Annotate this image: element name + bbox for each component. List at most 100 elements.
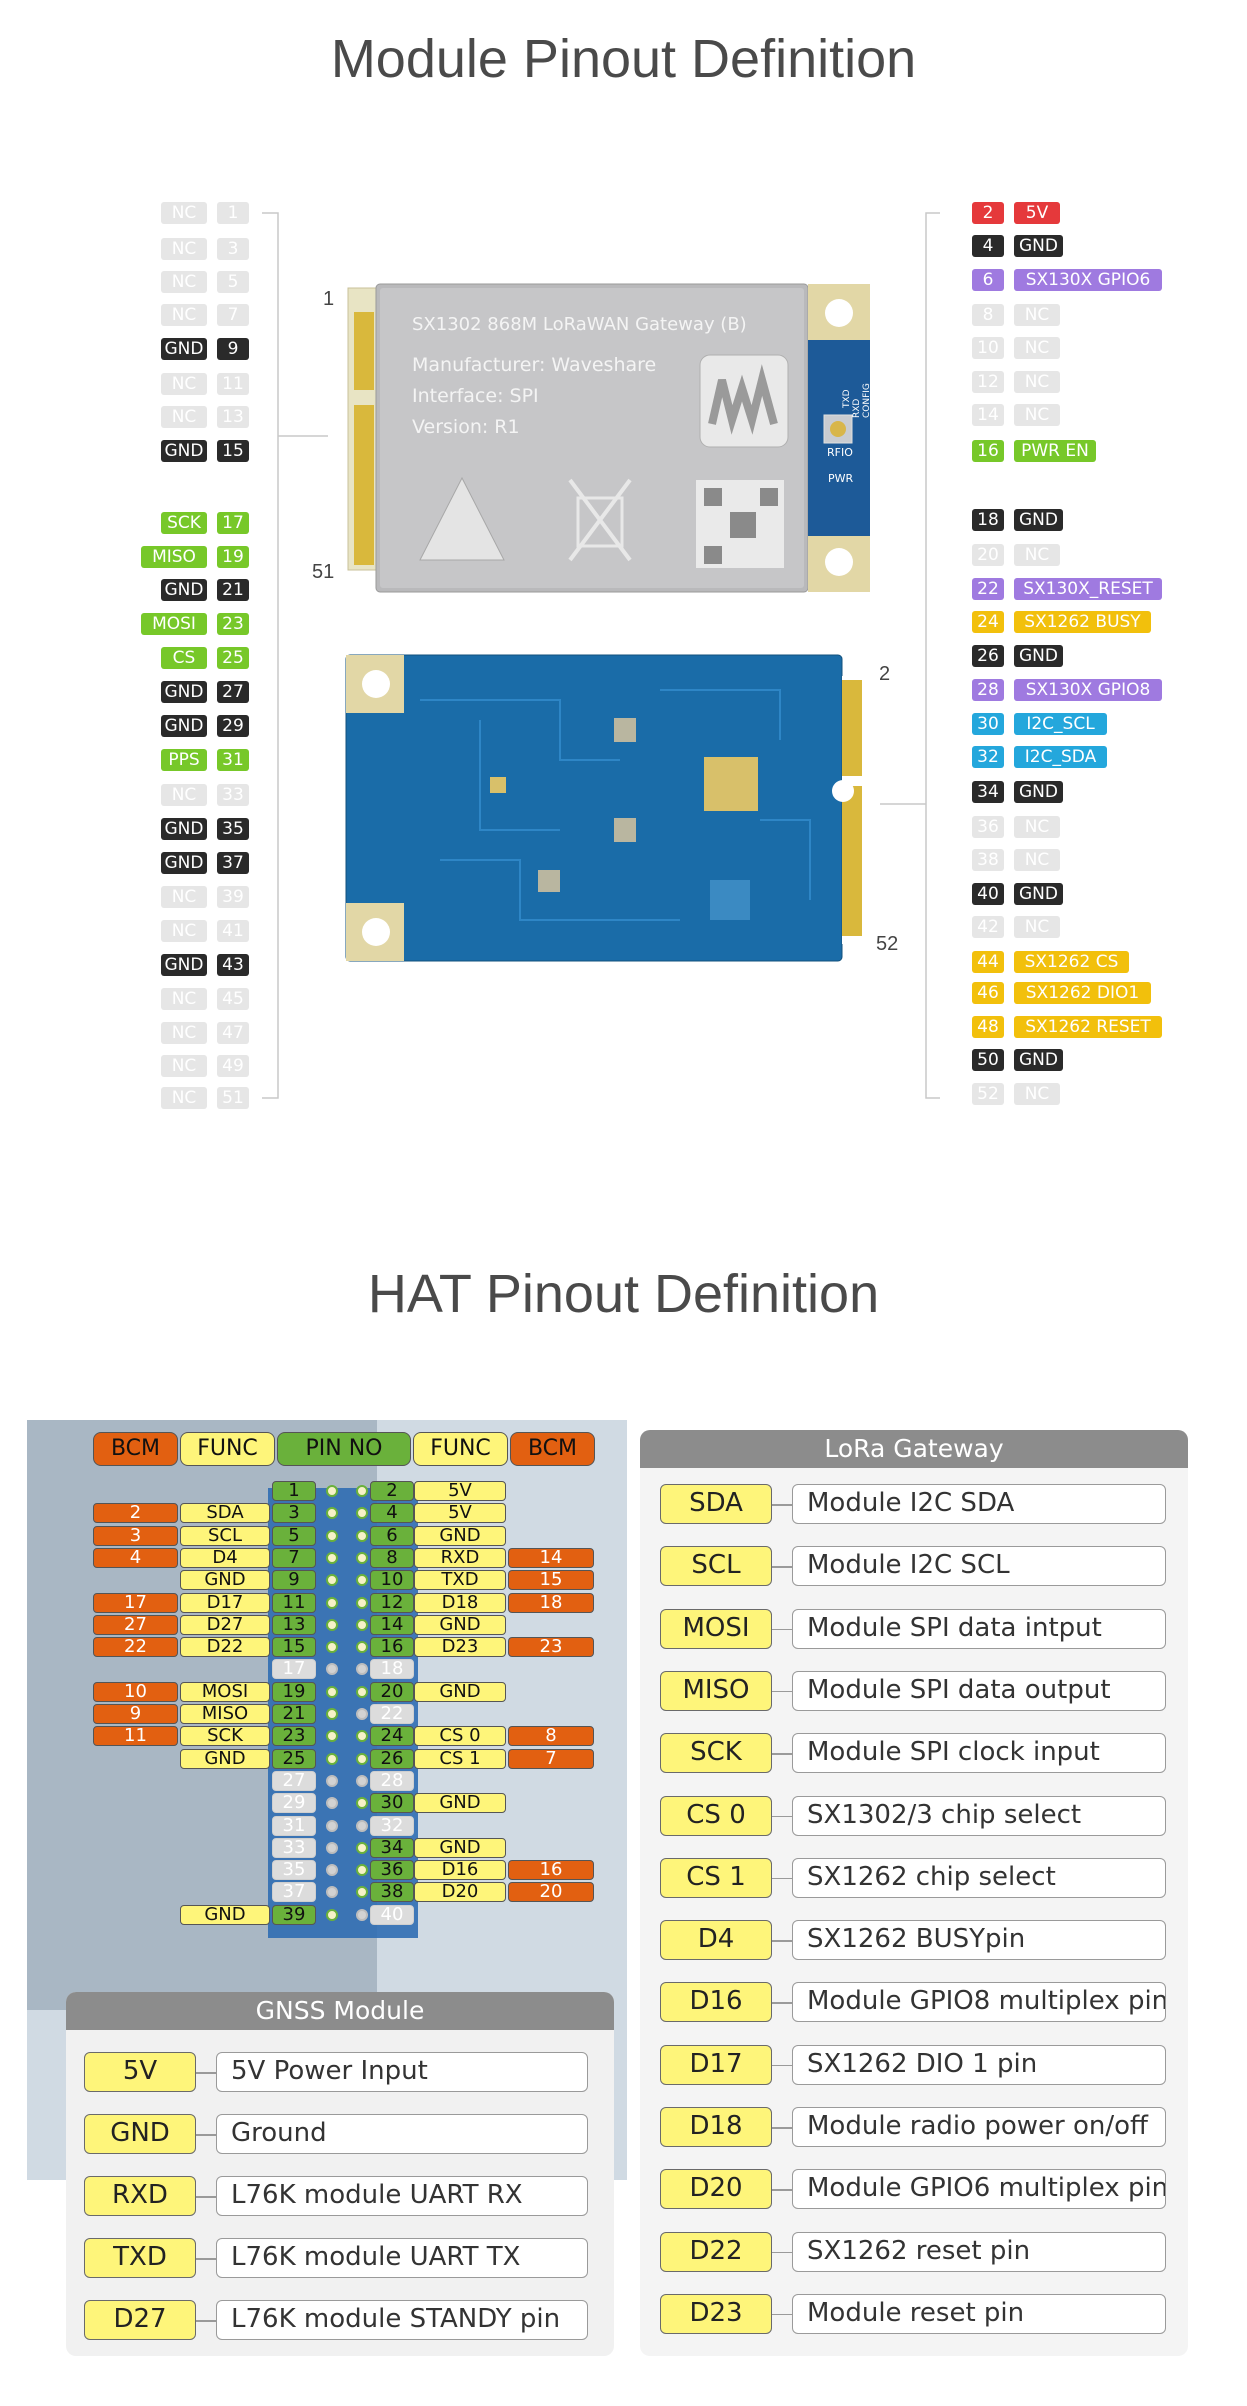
module-left-func-21: GND (161, 579, 207, 601)
module-left-pin-41: 41 (217, 920, 249, 942)
gpio-left-bcm-7: 4 (93, 1547, 178, 1568)
lora-signal-sck: SCK (660, 1733, 772, 1774)
gpio-right-func-38: D20 (414, 1882, 506, 1903)
module-left-func-39: NC (161, 886, 207, 908)
gpio-pad-27 (326, 1774, 338, 1787)
gpio-pad-8 (356, 1551, 368, 1564)
lora-connector-1 (772, 1566, 792, 1568)
gpio-left-bcm-5: 3 (93, 1525, 178, 1546)
pin-label-51: 51 (312, 561, 335, 583)
module-right-pin-10: 10 (972, 337, 1004, 359)
module-right-pin-46: 46 (972, 982, 1004, 1004)
lora-connector-12 (772, 2251, 792, 2254)
module-left-func-25: CS (161, 647, 207, 669)
module-right-pin-52: 52 (972, 1083, 1004, 1105)
module-right-pin-34: 34 (972, 781, 1004, 803)
gpio-pin-21: 21 (272, 1704, 316, 1724)
gpio-left-func-23: SCK (180, 1726, 270, 1747)
gpio-pad-16 (356, 1641, 368, 1654)
module-right-func-44: SX1262 CS (1014, 951, 1129, 973)
header-func-right: FUNC (413, 1432, 508, 1466)
gpio-pad-3 (326, 1507, 338, 1520)
gpio-right-func-12: D18 (414, 1592, 506, 1613)
lora-connector-10 (772, 2127, 792, 2129)
gpio-pin-22: 22 (370, 1704, 414, 1724)
module-right-func-18: GND (1014, 509, 1063, 531)
gpio-pin-16: 16 (370, 1637, 414, 1658)
lora-connector-7 (772, 1940, 792, 1942)
gpio-pad-33 (326, 1841, 338, 1854)
module-right-func-28: SX130X GPIO8 (1014, 679, 1162, 701)
gpio-pin-9: 9 (272, 1570, 316, 1591)
lora-desc-d22: SX1262 reset pin (792, 2231, 1166, 2272)
gpio-left-func-19: MOSI (180, 1681, 270, 1702)
gnss-signal-txd: TXD (84, 2238, 196, 2278)
module-left-pin-27: 27 (217, 681, 249, 703)
lora-signal-d20: D20 (660, 2169, 772, 2210)
gpio-pad-19 (326, 1685, 338, 1698)
module-left-func-19: MISO (141, 546, 207, 568)
gpio-pin-25: 25 (272, 1748, 316, 1769)
gpio-pin-17: 17 (272, 1659, 316, 1680)
module-right-pin-8: 8 (972, 304, 1004, 326)
pwr-label: PWR (828, 472, 854, 485)
header-bcm-right: BCM (510, 1432, 595, 1466)
module-right-func-34: GND (1014, 781, 1063, 803)
module-manufacturer-label: Manufacturer: Waveshare (412, 354, 657, 376)
module-interface-label: Interface: SPI (412, 385, 539, 407)
gpio-right-func-30: GND (414, 1793, 506, 1814)
lora-connector-5 (772, 1815, 792, 1817)
gpio-left-bcm-21: 9 (93, 1704, 178, 1724)
module-right-pin-32: 32 (972, 746, 1004, 768)
module-right-func-46: SX1262 DIO1 (1014, 982, 1151, 1004)
lora-desc-miso: Module SPI data output (792, 1670, 1166, 1711)
module-bottom-view (345, 654, 870, 962)
gpio-pad-14 (356, 1618, 368, 1631)
module-left-pin-39: 39 (217, 886, 249, 908)
module-right-pin-24: 24 (972, 611, 1004, 633)
module-right-func-32: I2C_SDA (1014, 746, 1107, 768)
gpio-pin-31: 31 (272, 1815, 316, 1836)
module-left-pin-13: 13 (217, 406, 249, 428)
module-left-func-1: NC (161, 202, 207, 224)
lora-connector-9 (772, 2064, 792, 2067)
gpio-left-bcm-11: 17 (93, 1592, 178, 1613)
module-right-func-26: GND (1014, 645, 1063, 667)
module-right-pin-12: 12 (972, 371, 1004, 393)
module-left-func-33: NC (161, 784, 207, 806)
module-left-func-17: SCK (161, 512, 207, 534)
gpio-pin-34: 34 (370, 1837, 414, 1858)
lora-connector-3 (772, 1690, 792, 1693)
module-right-pin-18: 18 (972, 509, 1004, 531)
module-right-pin-40: 40 (972, 883, 1004, 905)
gpio-left-func-15: D22 (180, 1637, 270, 1658)
lora-signal-d4: D4 (660, 1920, 772, 1961)
gpio-pad-37 (326, 1886, 338, 1899)
gpio-pad-24 (356, 1730, 368, 1743)
gpio-right-bcm-24: 8 (508, 1726, 594, 1747)
gpio-right-bcm-36: 16 (508, 1860, 594, 1881)
module-right-func-36: NC (1014, 816, 1060, 838)
module-left-func-41: NC (161, 920, 207, 942)
module-right-pin-26: 26 (972, 645, 1004, 667)
gnss-signal-d27: D27 (84, 2300, 196, 2340)
gpio-pin-3: 3 (272, 1503, 316, 1524)
gpio-left-func-9: GND (180, 1570, 270, 1591)
module-right-pin-14: 14 (972, 404, 1004, 426)
gnss-connector-1 (196, 2134, 216, 2136)
gpio-pin-40: 40 (370, 1904, 414, 1925)
module-right-func-40: GND (1014, 883, 1063, 905)
gpio-left-func-25: GND (180, 1748, 270, 1769)
gpio-right-func-20: GND (414, 1681, 506, 1702)
module-left-pin-31: 31 (217, 749, 249, 771)
gnss-desc-txd: L76K module UART TX (216, 2238, 588, 2278)
gpio-pin-12: 12 (370, 1592, 414, 1613)
module-left-pin-37: 37 (217, 852, 249, 874)
module-left-pin-1: 1 (217, 202, 249, 224)
lora-signal-d22: D22 (660, 2231, 772, 2272)
module-name-label: SX1302 868M LoRaWAN Gateway (B) (412, 314, 747, 335)
gpio-pin-18: 18 (370, 1659, 414, 1680)
gpio-left-bcm-23: 11 (93, 1726, 178, 1747)
module-right-func-52: NC (1014, 1083, 1060, 1105)
